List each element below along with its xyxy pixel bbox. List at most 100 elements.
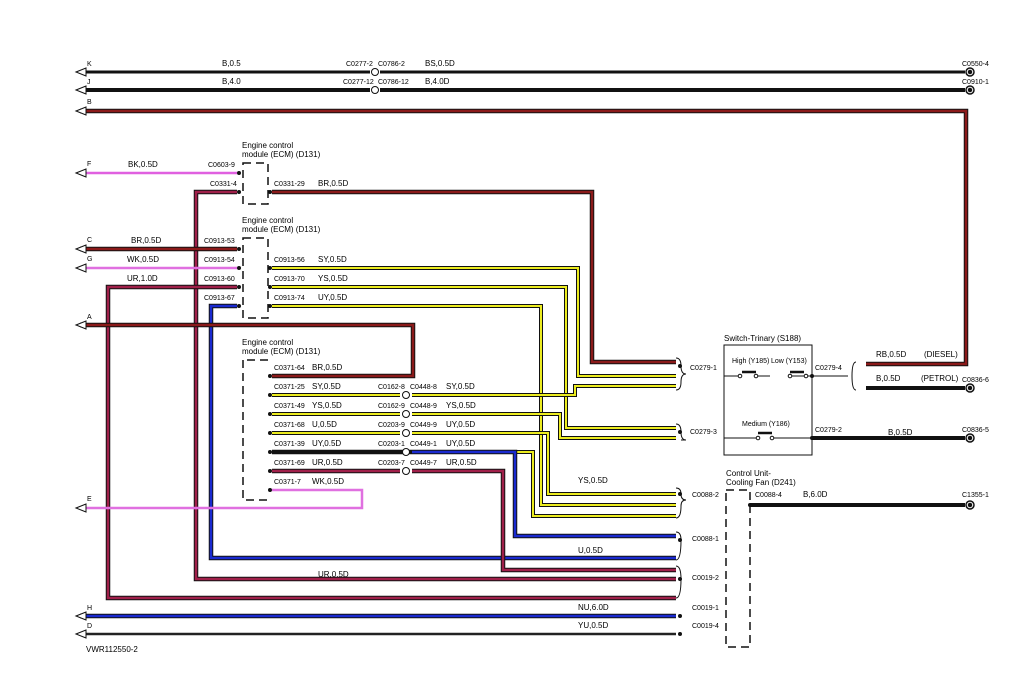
arrow-j bbox=[74, 85, 87, 95]
wire-label-uy-39: UY,0.5D bbox=[312, 439, 341, 448]
wire-label-k-right: BS,0.5D bbox=[425, 59, 455, 68]
wire-label-br-29: BR,0.5D bbox=[318, 179, 348, 188]
conn-c0913-70: C0913-70 bbox=[274, 276, 305, 283]
wire-label-j-left: B,4.0 bbox=[222, 77, 241, 86]
arrow-h bbox=[74, 611, 87, 621]
inline-connector-c0449-9 bbox=[402, 429, 410, 437]
conn-c0279-3: C0279-3 bbox=[690, 429, 717, 436]
switch-medium: Medium (Y186) bbox=[742, 421, 790, 428]
wire-label-sy-25: SY,0.5D bbox=[312, 382, 341, 391]
conn-c0203-7: C0203-7 bbox=[378, 460, 405, 467]
wire-label-ys-49: YS,0.5D bbox=[312, 401, 342, 410]
letter-e: E bbox=[87, 496, 92, 503]
wire-label-uy-74: UY,0.5D bbox=[318, 293, 347, 302]
conn-c0371-69: C0371-69 bbox=[274, 460, 305, 467]
wire-label-ys-70: YS,0.5D bbox=[318, 274, 348, 283]
arrow-d bbox=[74, 629, 87, 639]
arrow-e bbox=[74, 503, 87, 513]
inline-connector-j bbox=[371, 86, 379, 94]
arrow-k bbox=[74, 67, 87, 77]
switch-high: High (Y185) bbox=[732, 358, 769, 365]
conn-c0913-54: C0913-54 bbox=[204, 257, 235, 264]
arrow-b bbox=[74, 106, 87, 116]
letter-c: C bbox=[87, 237, 92, 244]
conn-c0913-74: C0913-74 bbox=[274, 295, 305, 302]
conn-c0019-4: C0019-4 bbox=[692, 623, 719, 630]
terminal-c1355-1 bbox=[965, 500, 975, 510]
wire-label-u-fan: U,0.5D bbox=[578, 546, 603, 555]
conn-c0279-1: C0279-1 bbox=[690, 365, 717, 372]
wire-label-sy-25-r: SY,0.5D bbox=[446, 382, 475, 391]
ecm-box-b bbox=[242, 237, 269, 319]
letter-f: F bbox=[87, 161, 91, 168]
conn-c0448-8: C0448-8 bbox=[410, 384, 437, 391]
wire-label-ur-fan: UR,0.5D bbox=[318, 570, 349, 579]
inline-connector-c0448-9 bbox=[402, 410, 410, 418]
label-diesel: (DIESEL) bbox=[924, 350, 958, 359]
ecm-b-title-2: module (ECM) (D131) bbox=[242, 225, 321, 234]
ecm-c-title-2: module (ECM) (D131) bbox=[242, 347, 321, 356]
diagram-id: VWR112550-2 bbox=[86, 645, 138, 654]
conn-c0836-5: C0836-5 bbox=[962, 427, 989, 434]
switch-title: Switch-Trinary (S188) bbox=[724, 334, 801, 343]
conn-c0279-2: C0279-2 bbox=[815, 427, 842, 434]
switch-low: Low (Y153) bbox=[771, 358, 807, 365]
letter-b: B bbox=[87, 99, 92, 106]
conn-c0088-4: C0088-4 bbox=[755, 492, 782, 499]
ecm-c-title-1: Engine control bbox=[242, 338, 293, 347]
conn-c0162-8: C0162-8 bbox=[378, 384, 405, 391]
arrow-f bbox=[74, 168, 87, 178]
terminal-c0910-1 bbox=[965, 85, 975, 95]
ecm-box-c bbox=[242, 359, 268, 501]
terminal-c0836-6 bbox=[965, 383, 975, 393]
ecm-a-title-1: Engine control bbox=[242, 141, 293, 150]
conn-c0279-4: C0279-4 bbox=[815, 365, 842, 372]
conn-c0088-1: C0088-1 bbox=[692, 536, 719, 543]
wire-label-j-right: B,4.0D bbox=[425, 77, 450, 86]
conn-c0331-29: C0331-29 bbox=[274, 181, 305, 188]
wire-label-ur-69: UR,0.5D bbox=[312, 458, 343, 467]
conn-c0910-1: C0910-1 bbox=[962, 79, 989, 86]
wire-label-wk-7: WK,0.5D bbox=[312, 477, 344, 486]
wire-label-uy-68-r: UY,0.5D bbox=[446, 420, 475, 429]
wire-label-u-68: U,0.5D bbox=[312, 420, 337, 429]
conn-c0913-67: C0913-67 bbox=[204, 295, 235, 302]
label-petrol: (PETROL) bbox=[921, 374, 959, 383]
conn-c0371-49: C0371-49 bbox=[274, 403, 305, 410]
terminal-c0550-4 bbox=[965, 67, 975, 77]
conn-c0913-53: C0913-53 bbox=[204, 238, 235, 245]
wire-label-ys-49-r: YS,0.5D bbox=[446, 401, 476, 410]
arrow-g bbox=[74, 263, 87, 273]
conn-c0277-12: C0277-12 bbox=[343, 79, 374, 86]
conn-c0836-6: C0836-6 bbox=[962, 377, 989, 384]
fan-control-unit-box bbox=[725, 489, 751, 648]
conn-c0913-60: C0913-60 bbox=[204, 276, 235, 283]
wire-label-uy-39-r: UY,0.5D bbox=[446, 439, 475, 448]
wire-label-br-64: BR,0.5D bbox=[312, 363, 342, 372]
conn-c0371-68: C0371-68 bbox=[274, 422, 305, 429]
wire-label-ur-1-0: UR,1.0D bbox=[127, 274, 158, 283]
ecm-b-title-1: Engine control bbox=[242, 216, 293, 225]
conn-c0603-9: C0603-9 bbox=[208, 162, 235, 169]
terminal-c0836-5 bbox=[965, 433, 975, 443]
conn-c0019-2: C0019-2 bbox=[692, 575, 719, 582]
inline-connector-c0449-1 bbox=[402, 448, 410, 456]
conn-c0371-39: C0371-39 bbox=[274, 441, 305, 448]
wire-label-nu: NU,6.0D bbox=[578, 603, 609, 612]
letter-g: G bbox=[87, 256, 92, 263]
wire-label-ys-fan: YS,0.5D bbox=[578, 476, 608, 485]
ecm-a-title-2: module (ECM) (D131) bbox=[242, 150, 321, 159]
wire-label-g: WK,0.5D bbox=[127, 255, 159, 264]
conn-c0277-2: C0277-2 bbox=[346, 61, 373, 68]
wire-e bbox=[80, 488, 364, 510]
conn-c1355-1: C1355-1 bbox=[962, 492, 989, 499]
wire-label-yu: YU,0.5D bbox=[578, 621, 608, 630]
wire-label-f: BK,0.5D bbox=[128, 160, 158, 169]
wire-label-b-petrol: B,0.5D bbox=[876, 374, 901, 383]
conn-c0203-1: C0203-1 bbox=[378, 441, 405, 448]
conn-c0449-7: C0449-7 bbox=[410, 460, 437, 467]
letter-h: H bbox=[87, 605, 92, 612]
letter-d: D bbox=[87, 623, 92, 630]
wire-label-rb: RB,0.5D bbox=[876, 350, 906, 359]
